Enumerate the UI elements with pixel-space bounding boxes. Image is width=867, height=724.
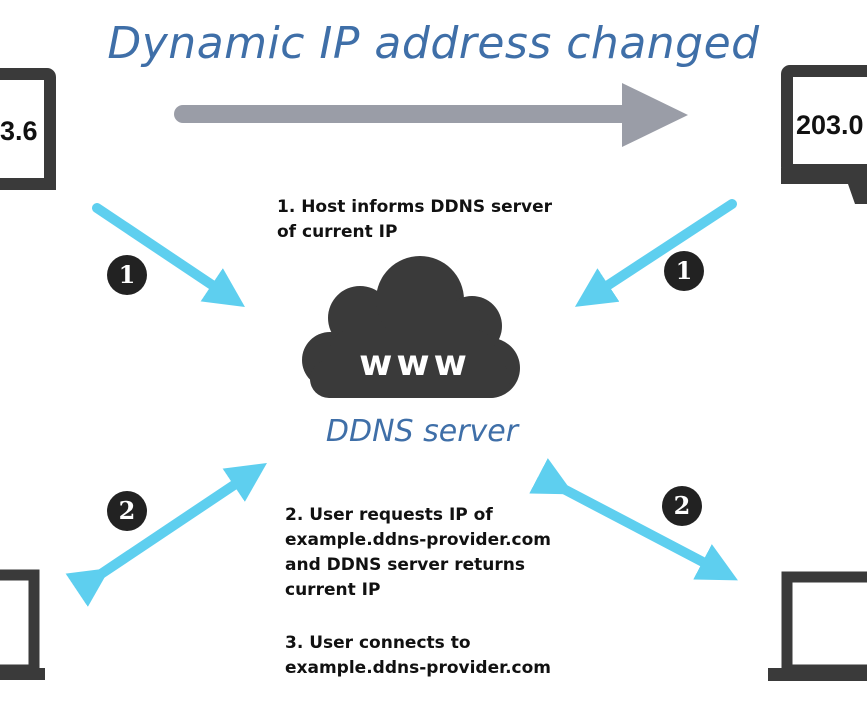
step2-arrow-left xyxy=(65,462,267,607)
new-ip-host-monitor xyxy=(781,65,867,204)
step2-arrow-right xyxy=(529,458,738,581)
step1-arrow-right xyxy=(574,199,737,307)
step2-line4: current IP xyxy=(285,580,381,600)
new-ip-label: 203.0 xyxy=(796,110,864,140)
user-laptop-right xyxy=(768,571,867,681)
ddns-server-label: DDNS server xyxy=(325,414,519,449)
old-ip-label: 3.6 xyxy=(0,116,38,146)
step1-arrow-left xyxy=(92,203,245,308)
old-ip-host-monitor xyxy=(0,68,56,190)
step2-line1: 2. User requests IP of xyxy=(285,505,493,525)
user-laptop-left xyxy=(0,569,45,680)
badge-1-right-number: 1 xyxy=(675,256,693,285)
step2-text: 2. User requests IP of example.ddns-prov… xyxy=(285,503,551,603)
badge-1-left-number: 1 xyxy=(118,260,136,289)
step3-line2: example.ddns-provider.com xyxy=(285,658,552,678)
cloud-www-text: www xyxy=(359,343,471,384)
step3-text: 3. User connects to example.ddns-provide… xyxy=(285,631,551,681)
badge-1-right xyxy=(664,251,704,291)
step3-line1: 3. User connects to xyxy=(285,633,471,653)
step2-line2: example.ddns-provider.com xyxy=(285,530,552,550)
badge-1-left xyxy=(107,255,147,295)
ddns-cloud-icon xyxy=(302,256,520,398)
diagram-title: Dynamic IP address changed xyxy=(107,18,760,69)
badge-2-right-number: 2 xyxy=(673,491,691,520)
step1-text: 1. Host informs DDNS server of current I… xyxy=(277,195,552,245)
step1-line1: 1. Host informs DDNS server xyxy=(277,197,553,217)
step2-line3: and DDNS server returns xyxy=(285,555,525,575)
badge-2-left-number: 2 xyxy=(118,496,136,525)
badge-2-right xyxy=(662,486,702,526)
ip-change-arrow xyxy=(174,83,688,147)
badge-2-left xyxy=(107,491,147,531)
step1-line2: of current IP xyxy=(277,222,398,242)
